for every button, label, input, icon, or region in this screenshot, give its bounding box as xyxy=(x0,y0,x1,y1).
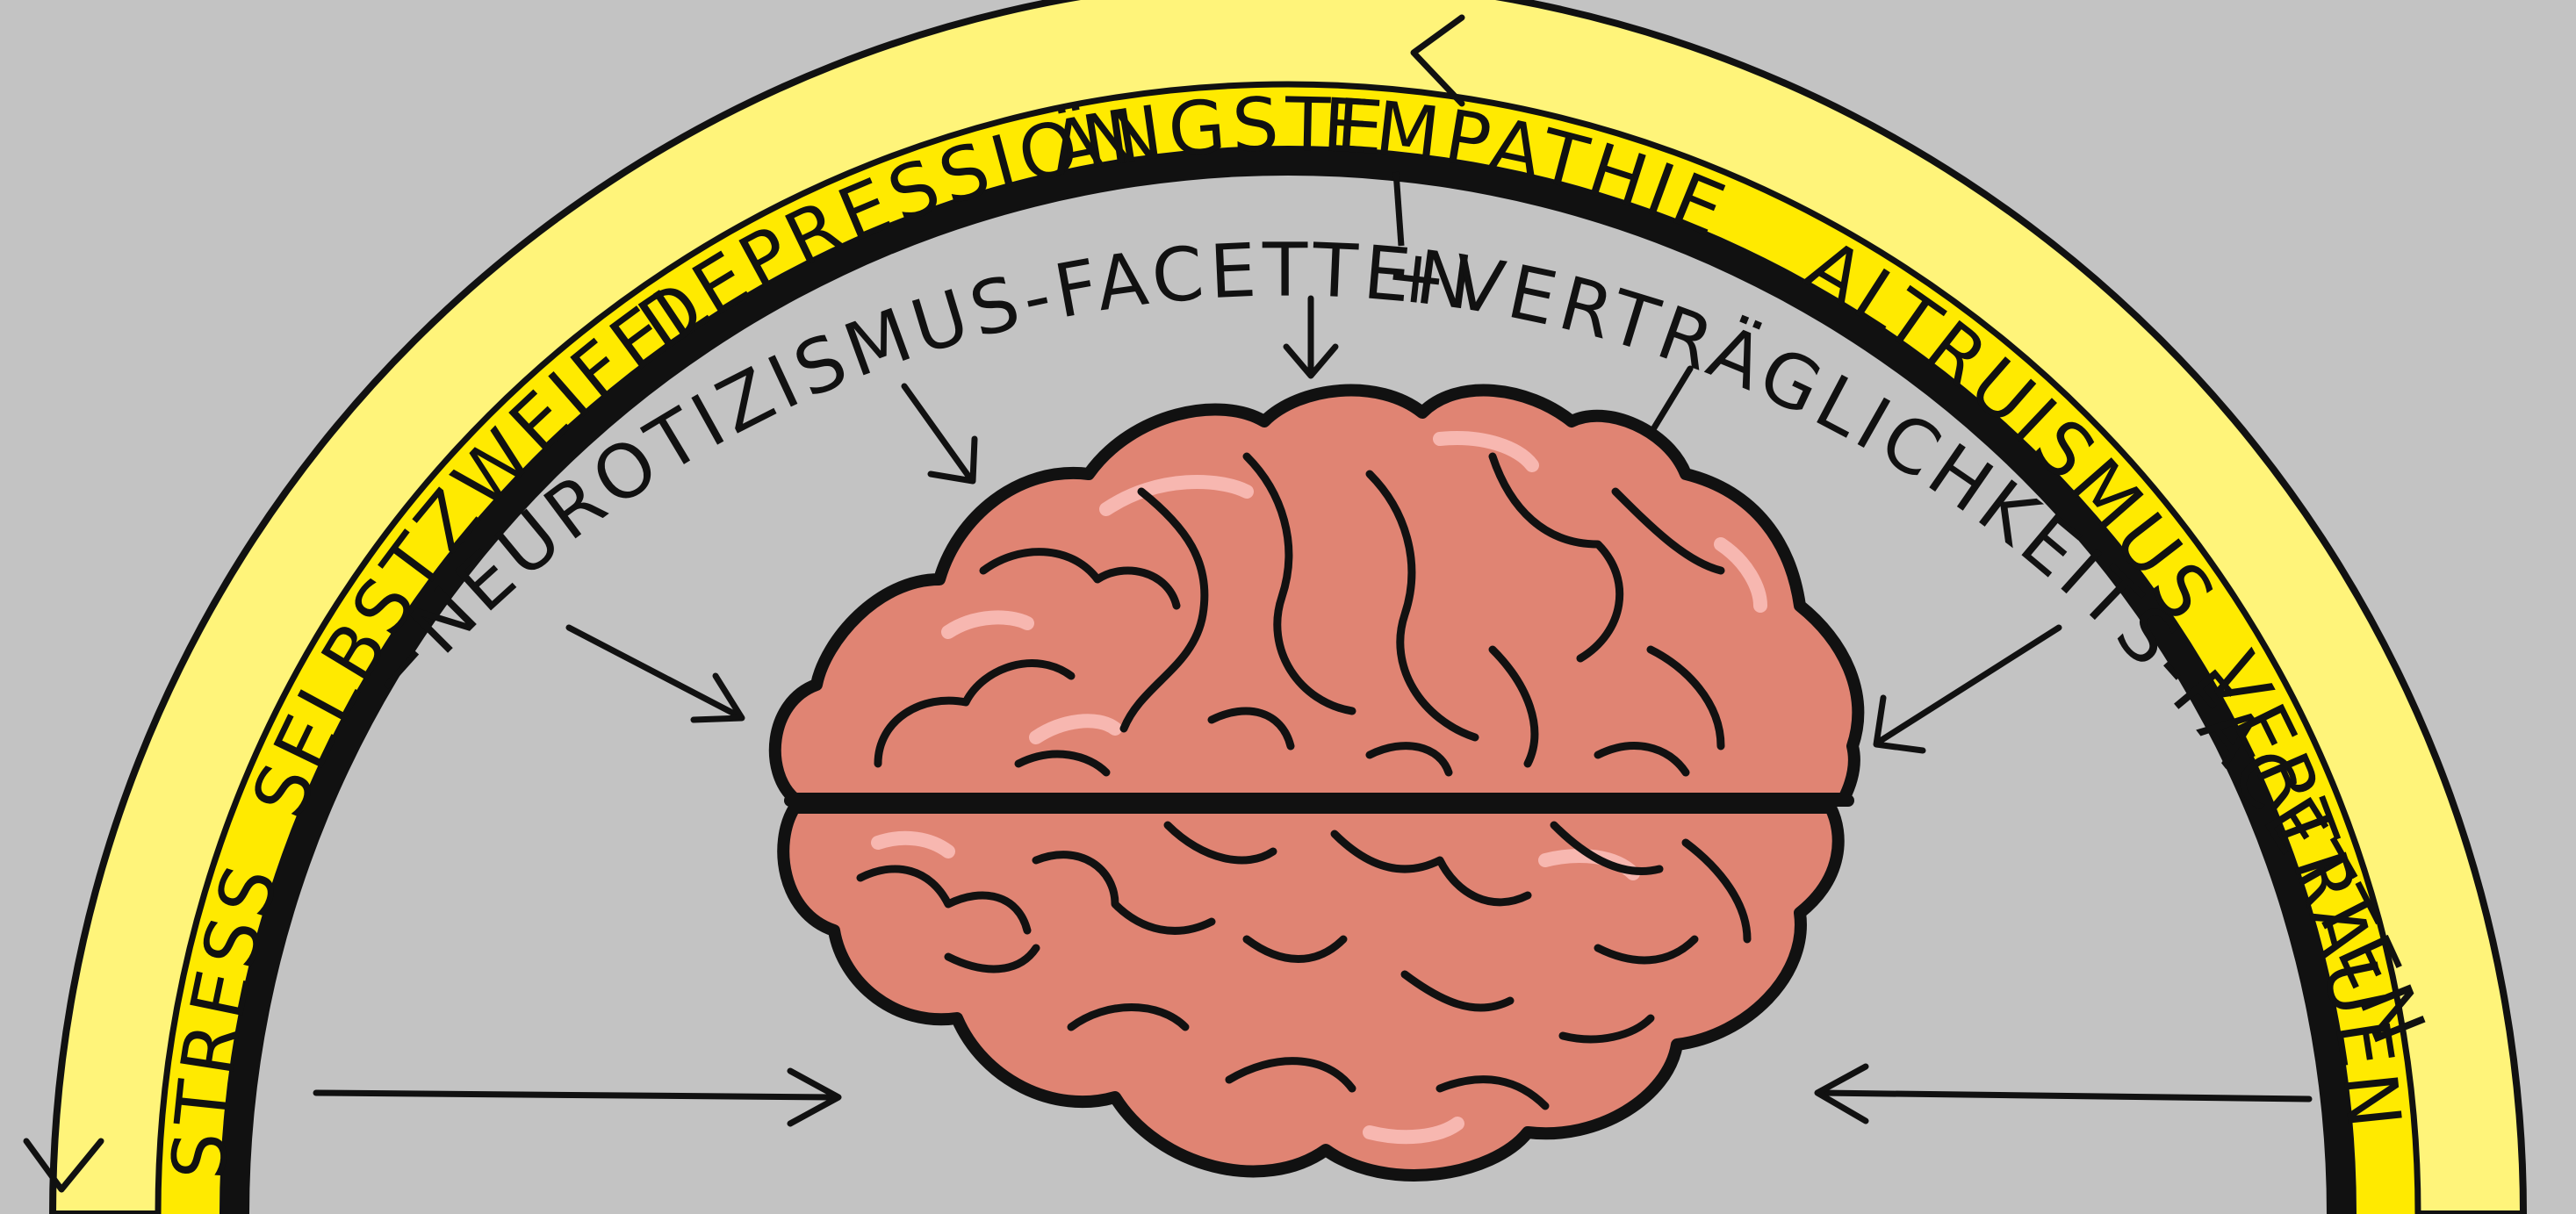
arrow-icon xyxy=(569,628,742,720)
arrow-icon xyxy=(904,386,975,481)
arrow-icon xyxy=(316,1071,838,1124)
arrow-icon xyxy=(1876,628,2059,751)
arrow-icon xyxy=(1817,1067,2309,1121)
brain-icon xyxy=(775,391,1858,1175)
